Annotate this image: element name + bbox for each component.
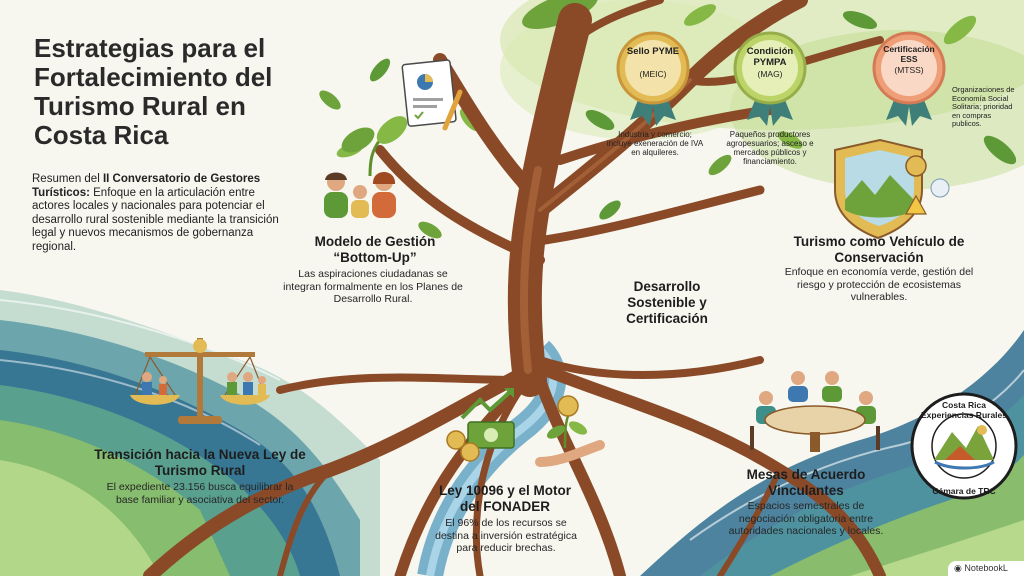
- medal-sello-pyme: [616, 31, 690, 126]
- brand-badge: ◉ NotebookL: [948, 561, 1024, 576]
- family-icon: [324, 172, 396, 218]
- transicion-body: El expediente 23.156 busca equilibrar la…: [106, 481, 294, 506]
- brand-icon: ◉: [954, 563, 965, 573]
- mesas-heading: Mesas de Acuerdo Vinculantes: [746, 467, 866, 498]
- medal-1-title: Sello PYME: [626, 46, 680, 57]
- money-growth-icon: [446, 388, 605, 467]
- bottom-up-body: Las aspiraciones ciudadanas se integran …: [283, 268, 463, 305]
- transicion-heading: Transición hacia la Nueva Ley de Turismo…: [94, 447, 306, 478]
- wave-background: [0, 290, 380, 576]
- medal-2-desc: Paqueños productores agropesuarios; asce…: [726, 130, 814, 166]
- logo-badge: [910, 392, 1018, 500]
- ley-body: El 96% de los recursos se destina a inve…: [435, 517, 577, 554]
- medal-1-sub: (MEIC): [639, 69, 667, 79]
- ley-heading: Ley 10096 y el Motor del FONADER: [438, 483, 572, 514]
- logo-top-text: Costa Rica Experiencias Rurales: [921, 400, 1007, 420]
- bottom-up-heading: Modelo de Gestión “Bottom-Up”: [314, 234, 436, 265]
- conservation-shield-icon: [834, 138, 950, 240]
- sprout-icon: [341, 116, 408, 177]
- conservacion-heading: Turismo como Vehículo de Conservación: [793, 234, 965, 265]
- document-icon: [401, 59, 463, 131]
- intro-prefix: Resumen del: [32, 173, 103, 185]
- desarrollo-heading: Desarrollo Sostenible y Certificación: [626, 279, 708, 326]
- mesas-body: Espacios semestrales de negociación obli…: [728, 500, 884, 537]
- medal-certificacion-ess: [872, 31, 946, 126]
- medal-2-title: Condición PYMPA: [746, 46, 794, 68]
- intro-text: Resumen del II Conversatorio de Gestores…: [32, 173, 282, 254]
- medal-3-sub: (MTSS): [894, 65, 924, 75]
- conservacion-body: Enfoque en economía verde, gestión del r…: [784, 266, 974, 303]
- brand-label: NotebookL: [964, 563, 1008, 573]
- scale-icon: [130, 338, 270, 424]
- medal-condicion-pympa: [733, 31, 807, 126]
- intro-bold: II Conversatorio de Gestores Turísticos:: [32, 173, 261, 199]
- medal-3-desc: Organizaciones de Economía Social Solita…: [952, 85, 1015, 128]
- medal-1-desc: Industria y comercio; incluye exeneració…: [606, 130, 704, 157]
- intro-rest: Enfoque en la articulación entre actores…: [32, 186, 279, 253]
- page-title: Estrategias para el Fortalecimiento del …: [34, 33, 273, 150]
- medal-3-title: Certificación ESS: [883, 44, 935, 64]
- logo-bottom-text: Cámara de TRC: [932, 486, 996, 496]
- meeting-table-icon: [750, 371, 880, 452]
- medal-2-sub: (MAG): [757, 69, 783, 79]
